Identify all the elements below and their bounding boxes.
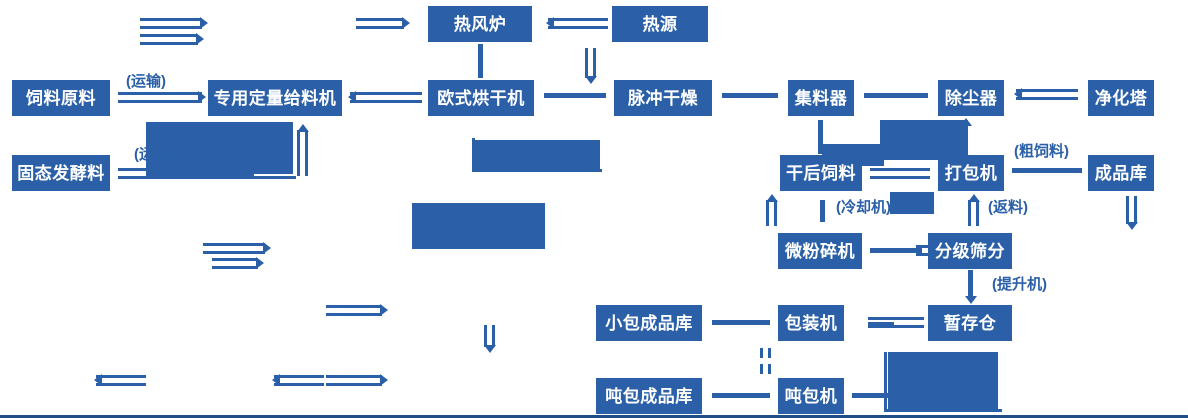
artifact-arrow-2 xyxy=(140,34,198,45)
connector-heat-source-to-pulse xyxy=(585,48,596,78)
artifact-arrow-9 xyxy=(326,375,382,386)
connector-grading-to-buffer xyxy=(968,270,973,300)
artifact-arrowhead-2 xyxy=(196,33,204,45)
artifact-arrowhead-7 xyxy=(94,374,102,386)
arrowhead-grading-to-buffer xyxy=(965,296,977,304)
connector-ferment-to-feeder xyxy=(118,168,202,179)
arrowhead-heat-source-to-pulse xyxy=(585,76,597,84)
edge-label-transport-top: (运输) xyxy=(126,73,166,90)
connector-baler-to-warehouse xyxy=(1012,168,1082,173)
arrowhead-dryer-return-left xyxy=(297,124,309,132)
artifact-arrow-10 xyxy=(484,325,495,347)
connector-dried-to-baler xyxy=(870,168,930,179)
edge-label-elevator: (提升机) xyxy=(992,276,1047,293)
arrowhead-warehouse-down xyxy=(1126,222,1138,230)
connector-cooler-stub xyxy=(820,200,825,222)
node-heat-source[interactable]: 热源 xyxy=(612,6,708,42)
connector-warehouse-down xyxy=(1126,196,1137,224)
connector-tonbagger-right xyxy=(852,393,894,398)
connector-packer-to-small-wh xyxy=(712,320,770,325)
artifact-arrow-4 xyxy=(203,243,265,254)
node-euro-dryer[interactable]: 欧式烘干机 xyxy=(428,80,534,116)
artifact-arrowhead-3 xyxy=(402,17,410,29)
node-purification-tower[interactable]: 净化塔 xyxy=(1088,80,1154,116)
connector-dryer-to-pulse xyxy=(544,93,606,98)
node-ton-bagger[interactable]: 吨包机 xyxy=(778,378,844,414)
node-grading-screen[interactable]: 分级筛分 xyxy=(928,233,1012,269)
occluder-blob-5 xyxy=(412,203,545,249)
connector-raw-to-feeder xyxy=(118,92,202,103)
artifact-arrow-3 xyxy=(356,18,404,29)
artifact-arrowhead-4 xyxy=(263,242,271,254)
connector-grading-in xyxy=(916,245,928,256)
artifact-arrowhead-8 xyxy=(272,374,280,386)
occluder-blob-6 xyxy=(880,120,968,160)
connector-buffer-to-packer-stub xyxy=(868,322,894,327)
connector-dust-to-tower xyxy=(1016,89,1078,100)
connector-dryer-return-left xyxy=(297,130,308,176)
connector-buffer-branch-2 xyxy=(760,364,771,374)
artifact-arrow-8 xyxy=(274,375,324,386)
arrowhead-return-up xyxy=(968,194,980,202)
node-collector[interactable]: 集料器 xyxy=(788,80,854,116)
artifact-arrow-1 xyxy=(140,18,202,29)
connector-heat-source-to-furnace xyxy=(548,18,608,29)
edge-label-transport-bottom: (运输) xyxy=(134,146,174,163)
artifact-arrowhead-6 xyxy=(380,304,388,316)
connector-pulverizer-up xyxy=(766,200,777,226)
bottom-divider xyxy=(0,415,1188,418)
connector-buffer-to-packer xyxy=(868,317,924,328)
occluder-blob-3 xyxy=(474,140,600,172)
arrowhead-heat-source-to-furnace xyxy=(546,17,554,29)
node-dust-collector[interactable]: 除尘器 xyxy=(938,80,1004,116)
node-finished-warehouse[interactable]: 成品库 xyxy=(1088,155,1154,191)
connector-pulse-to-collector xyxy=(722,93,778,98)
node-dried-feed[interactable]: 干后饲料 xyxy=(780,155,862,191)
edge-label-return-material: (返料) xyxy=(988,199,1028,216)
arrowhead-dust-to-tower xyxy=(1014,88,1022,100)
arrowhead-pulverizer-up xyxy=(766,194,778,202)
connector-tonbagger-to-ton-wh xyxy=(712,393,770,398)
node-small-pack-warehouse[interactable]: 小包成品库 xyxy=(596,305,702,341)
node-pulse-drying[interactable]: 脉冲干燥 xyxy=(614,80,712,116)
occluder-frame-3 xyxy=(884,352,1002,412)
arrowhead-baler-up xyxy=(960,118,972,126)
node-baler[interactable]: 打包机 xyxy=(938,155,1004,191)
artifact-arrow-6 xyxy=(326,305,382,316)
node-micro-pulverizer[interactable]: 微粉碎机 xyxy=(778,233,862,269)
arrowhead-raw-to-feeder xyxy=(198,91,206,103)
arrowhead-ferment-to-feeder xyxy=(198,167,206,179)
connector-return-up xyxy=(968,200,979,226)
edge-label-cooler: (冷却机) xyxy=(836,199,891,216)
connector-furnace-to-dryer xyxy=(478,44,483,78)
connector-feeder-to-dryer xyxy=(350,92,422,103)
occluder-frame-1 xyxy=(146,122,296,179)
node-packer[interactable]: 包装机 xyxy=(778,305,844,341)
connector-pulverizer-to-grading xyxy=(870,248,922,253)
node-ton-bag-warehouse[interactable]: 吨包成品库 xyxy=(596,378,702,414)
connector-collector-to-dried xyxy=(818,120,823,154)
occluder-blob-8 xyxy=(890,192,934,214)
node-buffer-bin[interactable]: 暂存仓 xyxy=(928,305,1012,341)
artifact-arrowhead-10 xyxy=(484,345,496,353)
node-raw-material[interactable]: 饲料原料 xyxy=(12,80,110,116)
connector-buffer-branch-1 xyxy=(760,348,771,358)
arrowhead-feeder-to-dryer xyxy=(348,91,356,103)
connector-collector-to-dust xyxy=(864,93,928,98)
node-dosing-feeder[interactable]: 专用定量给料机 xyxy=(208,80,342,116)
edge-label-coarse-feed: (粗饲料) xyxy=(1014,143,1069,160)
artifact-arrowhead-1 xyxy=(200,17,208,29)
connector-baler-up xyxy=(963,124,968,154)
artifact-arrowhead-9 xyxy=(380,374,388,386)
occluder-frame-2 xyxy=(472,138,602,172)
artifact-arrow-5 xyxy=(212,258,258,269)
artifact-arrowhead-5 xyxy=(256,257,264,269)
node-hot-air-furnace[interactable]: 热风炉 xyxy=(428,6,532,42)
artifact-arrow-7 xyxy=(96,375,146,386)
occluder-blob-10 xyxy=(888,352,974,372)
node-solid-ferment[interactable]: 固态发酵料 xyxy=(12,155,110,191)
